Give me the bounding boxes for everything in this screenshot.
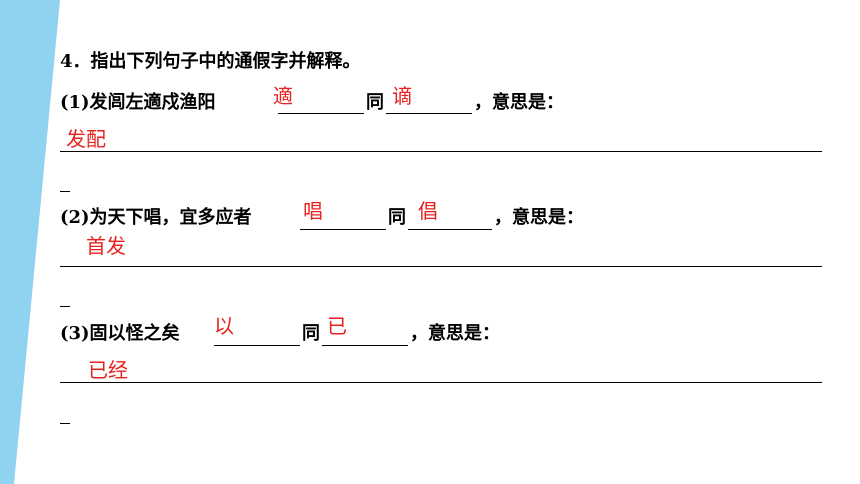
question-2-meaning-answer: 首发 [86, 234, 126, 258]
question-3-meaning-line[interactable] [60, 382, 822, 383]
question-1-original-answer: 谪 [392, 84, 412, 108]
question-1-meaning-answer: 发配 [66, 127, 106, 151]
question-3-meaning-answer: 已经 [88, 358, 128, 382]
question-1-sentence: (1)发闾左適戍渔阳 [60, 92, 216, 113]
question-2-same-as: 同 [388, 207, 406, 228]
question-1-tongjia-answer: 適 [273, 84, 293, 108]
question-2-original-blank[interactable] [408, 229, 492, 230]
question-3-line-continuation [60, 423, 70, 424]
question-1-tongjia-blank[interactable] [278, 113, 364, 114]
question-3-same-as: 同 [302, 323, 320, 344]
question-heading: 4．指出下列句子中的通假字并解释。 [60, 51, 361, 72]
question-2-line-continuation [60, 306, 70, 307]
question-1-meaning-line[interactable] [60, 151, 822, 152]
question-1-original-blank[interactable] [386, 113, 472, 114]
question-1-same-as: 同 [366, 92, 384, 113]
question-2-tongjia-answer: 唱 [303, 199, 323, 223]
question-2-tongjia-blank[interactable] [300, 229, 386, 230]
question-3-tongjia-blank[interactable] [214, 345, 300, 346]
question-2-sentence: (2)为天下唱，宜多应者 [60, 207, 252, 228]
question-1-line-continuation [60, 191, 70, 192]
question-3-original-blank[interactable] [322, 345, 408, 346]
question-3-meaning-label: ，意思是： [410, 323, 500, 344]
question-3-original-answer: 已 [327, 314, 347, 338]
question-3-sentence: (3)固以怪之矣 [60, 323, 180, 344]
question-1-meaning-label: ，意思是： [474, 92, 564, 113]
question-2-original-answer: 倡 [418, 199, 438, 223]
question-2-meaning-line[interactable] [60, 266, 822, 267]
question-3-tongjia-answer: 以 [214, 314, 234, 338]
decorative-stripe [0, 0, 60, 484]
question-2-meaning-label: ，意思是： [494, 207, 584, 228]
